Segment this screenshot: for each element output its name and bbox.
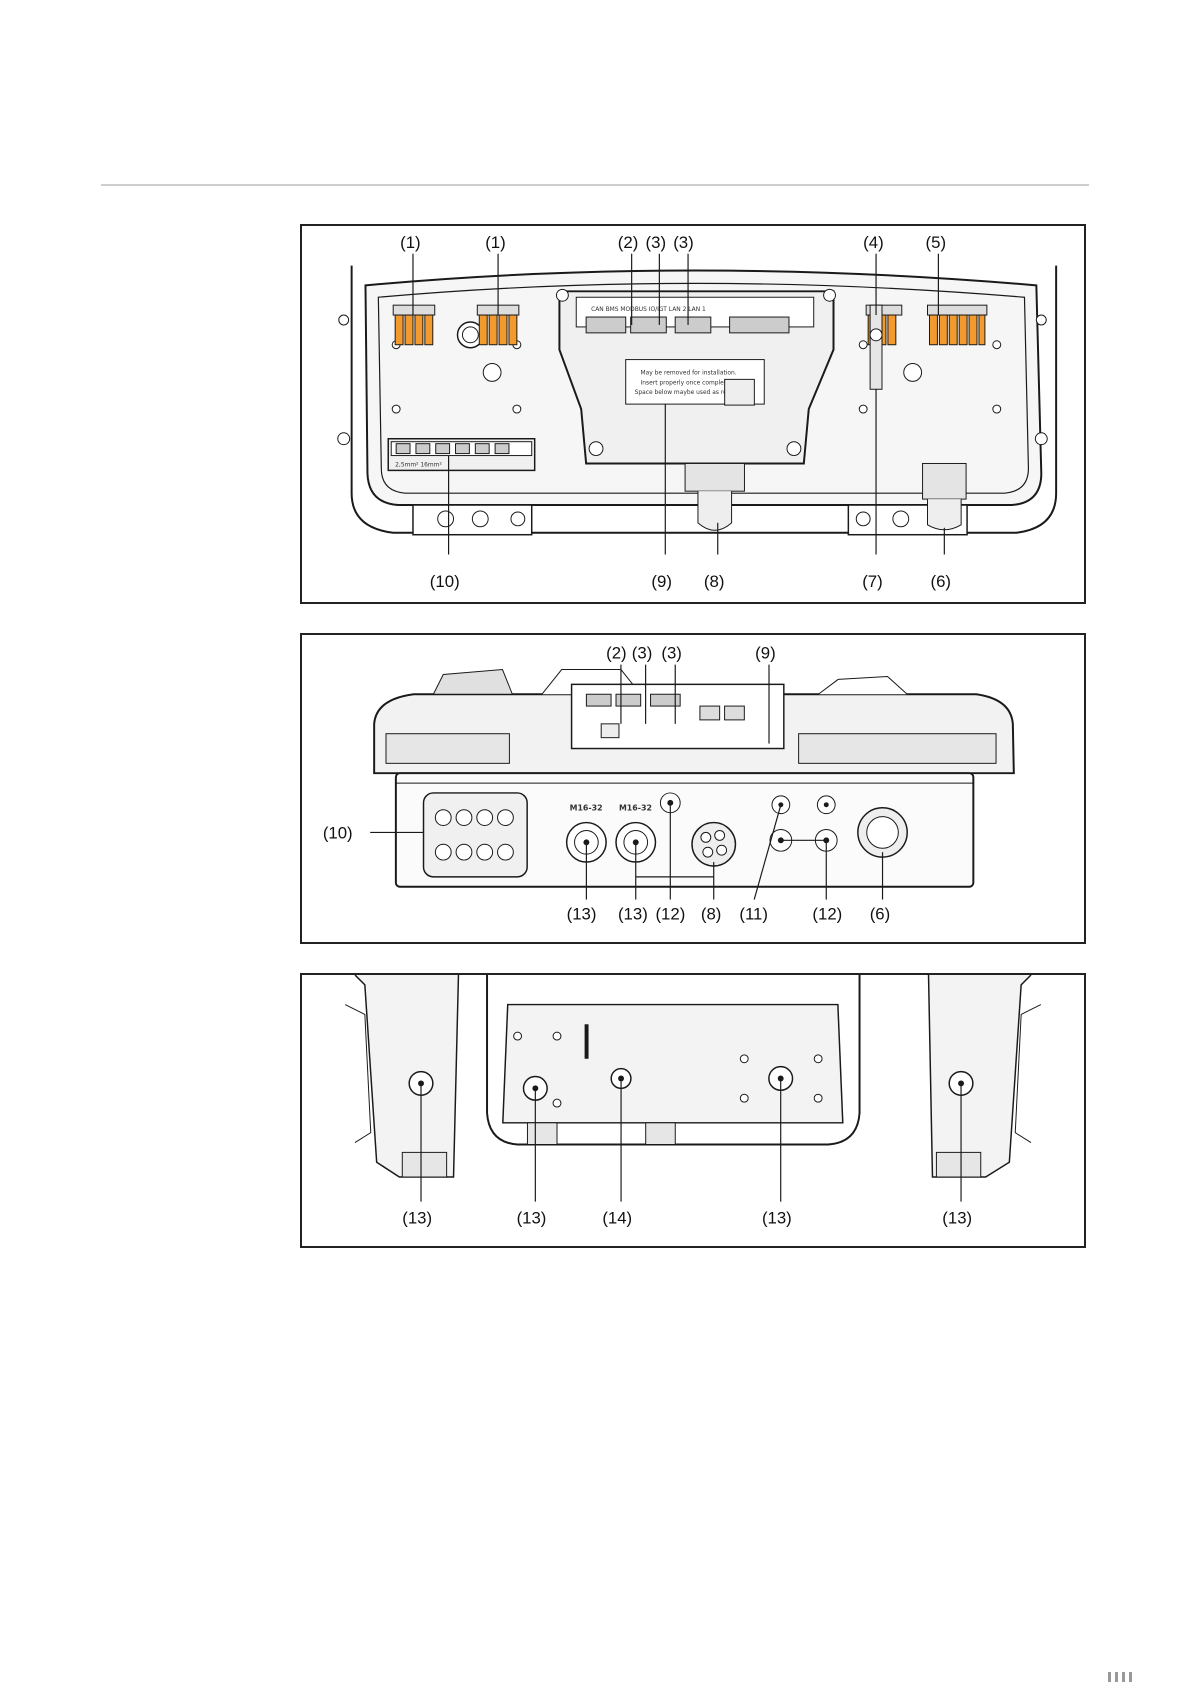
gland-label-b: M16-32 — [619, 804, 652, 813]
gland-label-a: M16-32 — [570, 804, 603, 813]
callout-m-2: (2) — [606, 644, 627, 663]
callout-m-11: (11) — [739, 904, 768, 923]
callout-m-3b: (3) — [661, 644, 681, 663]
callout-m-13b: (13) — [618, 904, 648, 923]
cable-gland-8-front — [692, 823, 735, 866]
callout-2: (2) — [618, 233, 639, 252]
removable-note-line-2: Insert properly once completed. — [641, 379, 736, 386]
callout-8: (8) — [704, 572, 725, 591]
callout-b-13b: (13) — [517, 1208, 547, 1227]
callout-7: (7) — [862, 572, 883, 591]
figure-bottom-drawing: (13) (13) (14) (13) (13) — [302, 975, 1084, 1246]
callout-9: (9) — [651, 572, 672, 591]
terminal-block-10-front — [424, 793, 528, 877]
terminal-block-label: 2,5mm² 16mm² — [395, 461, 442, 468]
callout-4: (4) — [863, 233, 884, 252]
cable-gland-6 — [923, 463, 967, 499]
callout-m-8: (8) — [701, 904, 722, 923]
callout-3b: (3) — [673, 233, 694, 252]
data-communication-area: CAN BMS MODBUS IO/IGT LAN 2 LAN 1 May be… — [556, 289, 835, 463]
callout-m-10: (10) — [323, 823, 353, 842]
callout-m-13a: (13) — [567, 904, 597, 923]
page-footer-mark — [1108, 1669, 1178, 1683]
removable-note-line-1: May be removed for installation. — [641, 369, 737, 376]
callout-5: (5) — [926, 233, 947, 252]
header-rule — [101, 184, 1089, 186]
callout-b-14: (14) — [602, 1208, 632, 1227]
callout-b-13a: (13) — [402, 1208, 432, 1227]
callout-b-13c: (13) — [762, 1208, 792, 1227]
callout-m-12a: (12) — [655, 904, 685, 923]
figure-bottom-side-views: (13) (13) (14) (13) (13) — [300, 973, 1086, 1248]
callout-m-6: (6) — [870, 904, 891, 923]
callout-10: (10) — [430, 572, 460, 591]
callout-3a: (3) — [646, 233, 667, 252]
callout-m-12b: (12) — [812, 904, 842, 923]
callout-m-9: (9) — [755, 644, 776, 663]
callout-1b: (1) — [485, 233, 506, 252]
terminal-block-10: 2,5mm² 16mm² — [388, 439, 534, 471]
figure-top-connection-area: CAN BMS MODBUS IO/IGT LAN 2 LAN 1 May be… — [300, 224, 1086, 604]
figure-middle-drawing: M16-32 M16-32 — [302, 635, 1084, 942]
figure-top-drawing: CAN BMS MODBUS IO/IGT LAN 2 LAN 1 May be… — [302, 226, 1084, 602]
callout-b-13d: (13) — [942, 1208, 972, 1227]
callout-6: (6) — [930, 572, 951, 591]
callout-m-3a: (3) — [632, 644, 653, 663]
figure-middle-bottom-view: M16-32 M16-32 — [300, 633, 1086, 944]
callout-1a: (1) — [400, 233, 421, 252]
port-row-label: CAN BMS MODBUS IO/IGT LAN 2 LAN 1 — [591, 306, 706, 313]
cable-gland-8 — [685, 463, 744, 491]
ground-electrode-terminal — [870, 305, 882, 389]
